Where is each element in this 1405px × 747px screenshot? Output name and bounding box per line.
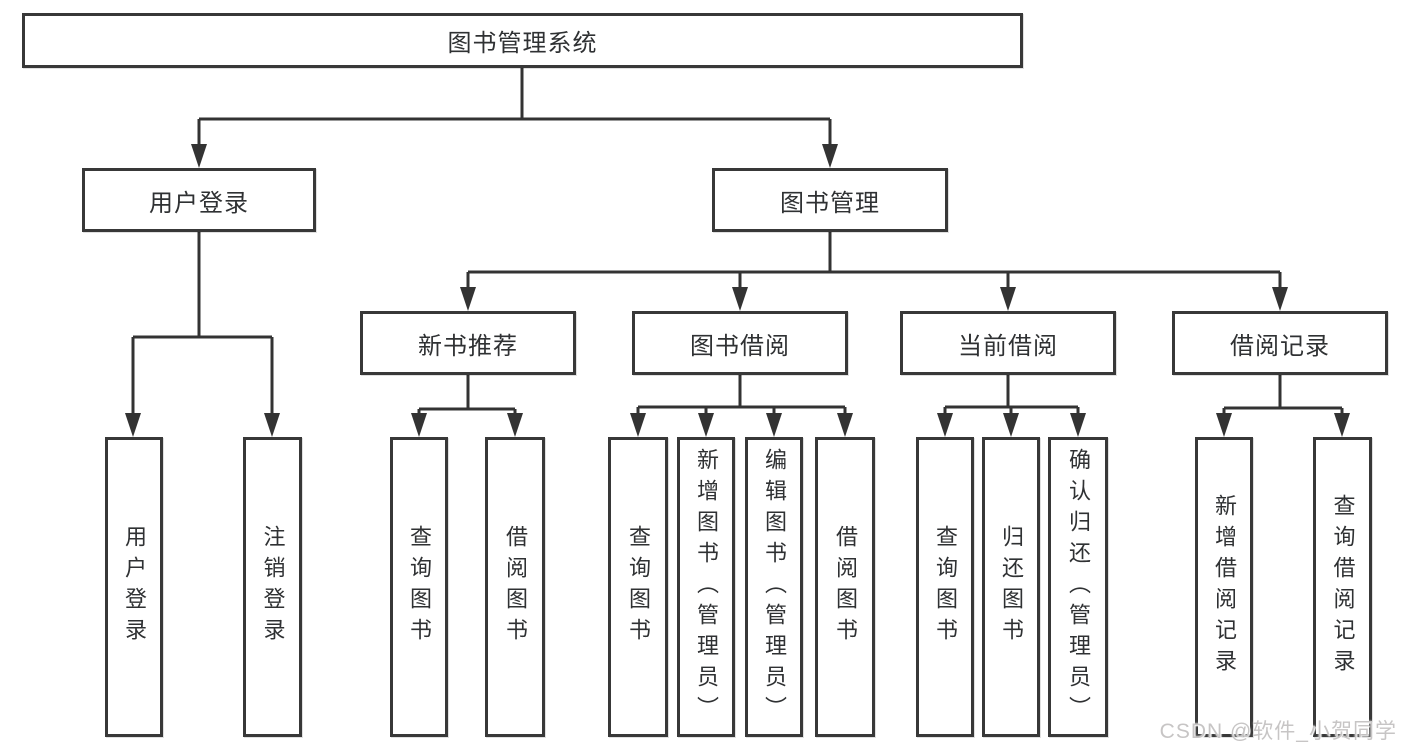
csdn-watermark: CSDN @软件_小贺同学 xyxy=(1159,720,1397,743)
node-new-book-recommend: 新书推荐 xyxy=(360,311,576,375)
leaf-label: 用户登录 xyxy=(122,525,147,649)
leaf-query-books-recommend: 查询图书 xyxy=(390,437,448,737)
connector-login-to-leaves xyxy=(131,232,274,415)
leaf-return-book: 归还图书 xyxy=(982,437,1040,737)
arrow-down-icon xyxy=(1334,413,1350,437)
leaf-label: 归还图书 xyxy=(999,525,1024,649)
arrow-down-icon xyxy=(191,144,207,168)
node-user-login: 用户登录 xyxy=(82,168,316,232)
leaf-label: 编辑图书（管理员） xyxy=(762,447,787,727)
leaf-label: 查询图书 xyxy=(407,525,432,649)
leaf-confirm-return-admin: 确认归还（管理员） xyxy=(1048,437,1108,737)
leaf-borrow-books: 借阅图书 xyxy=(815,437,875,737)
leaf-label: 借阅图书 xyxy=(833,525,858,649)
arrow-down-icon xyxy=(822,144,838,168)
leaf-label: 新增图书（管理员） xyxy=(694,447,719,727)
leaf-query-books-borrow: 查询图书 xyxy=(608,437,668,737)
connector-management-to-level3 xyxy=(466,232,1282,289)
leaf-label: 查询图书 xyxy=(933,525,958,649)
arrow-down-icon xyxy=(732,287,748,311)
arrow-down-icon xyxy=(766,413,782,437)
leaf-user-login: 用户登录 xyxy=(105,437,163,737)
leaf-query-borrow-record: 查询借阅记录 xyxy=(1313,437,1372,737)
leaf-add-book-admin: 新增图书（管理员） xyxy=(677,437,735,737)
connector-records-to-leaves xyxy=(1222,375,1344,415)
node-borrow-records: 借阅记录 xyxy=(1172,311,1388,375)
arrow-down-icon xyxy=(937,413,953,437)
leaf-add-borrow-record: 新增借阅记录 xyxy=(1195,437,1253,737)
arrow-down-icon xyxy=(411,413,427,437)
arrow-down-icon xyxy=(630,413,646,437)
connector-current-to-leaves xyxy=(943,375,1080,415)
arrow-down-icon xyxy=(264,413,280,437)
connector-root-to-level2 xyxy=(197,68,832,146)
leaf-label: 查询图书 xyxy=(626,525,651,649)
leaf-label: 确认归还（管理员） xyxy=(1066,447,1091,727)
leaf-logout: 注销登录 xyxy=(243,437,302,737)
arrow-down-icon xyxy=(1272,287,1288,311)
leaf-query-books-current: 查询图书 xyxy=(916,437,974,737)
arrow-down-icon xyxy=(125,413,141,437)
connector-borrow-to-leaves xyxy=(636,375,847,415)
arrow-down-icon xyxy=(1000,287,1016,311)
leaf-label: 注销登录 xyxy=(260,525,286,649)
arrow-down-icon xyxy=(1216,413,1232,437)
leaf-label: 查询借阅记录 xyxy=(1330,494,1356,680)
leaf-edit-book-admin: 编辑图书（管理员） xyxy=(745,437,803,737)
arrow-down-icon xyxy=(507,413,523,437)
node-system-root: 图书管理系统 xyxy=(22,13,1023,68)
node-current-borrow: 当前借阅 xyxy=(900,311,1116,375)
node-book-borrow: 图书借阅 xyxy=(632,311,848,375)
leaf-label: 借阅图书 xyxy=(503,525,528,649)
arrow-down-icon xyxy=(1003,413,1019,437)
connector-recommend-to-leaves xyxy=(417,375,517,415)
leaf-label: 新增借阅记录 xyxy=(1212,494,1237,680)
arrow-down-icon xyxy=(698,413,714,437)
leaf-borrow-books-recommend: 借阅图书 xyxy=(485,437,545,737)
arrow-down-icon xyxy=(837,413,853,437)
node-book-management: 图书管理 xyxy=(712,168,948,232)
arrow-down-icon xyxy=(460,287,476,311)
arrow-down-icon xyxy=(1070,413,1086,437)
